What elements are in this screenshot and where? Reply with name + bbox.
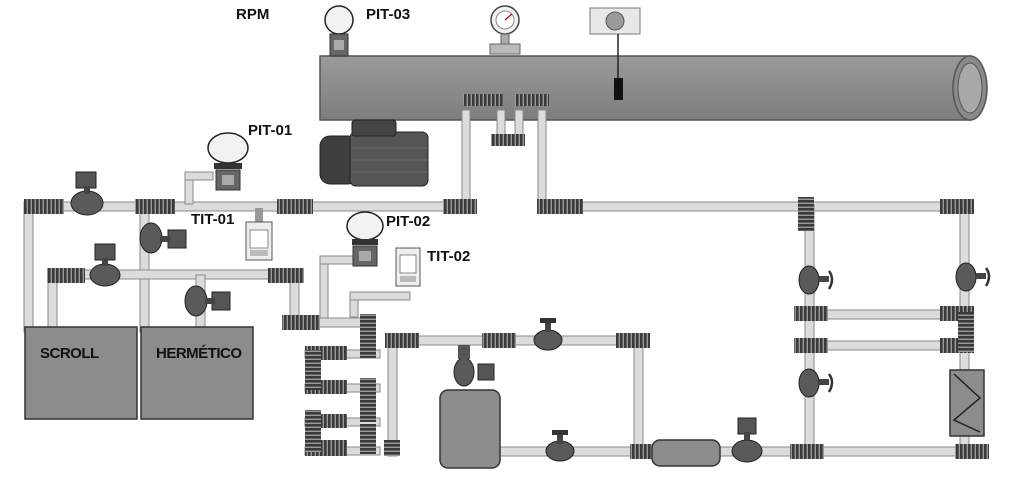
motor-icon [319, 119, 429, 187]
pit-03-label: PIT-03 [366, 6, 411, 23]
hermetic-compressor [140, 326, 254, 420]
rpm-label: RPM [236, 6, 270, 23]
main-duct [319, 55, 988, 121]
tit-02-label: TIT-02 [427, 248, 471, 265]
pit-02-transmitter-icon [346, 211, 384, 267]
duct-connection-pipes [461, 109, 547, 206]
filter-vessel [651, 439, 721, 467]
pit-01-label: PIT-01 [248, 122, 293, 139]
tit-01-transmitter-icon [245, 208, 273, 261]
pit-02-label: PIT-02 [386, 213, 431, 230]
scroll-compressor [24, 326, 138, 420]
valve-icon [533, 318, 563, 351]
valve-icon [139, 222, 187, 254]
duct-couplings [463, 94, 549, 146]
valve-icon [798, 265, 834, 295]
pit-01-transmitter-icon [207, 132, 249, 191]
storage-tank [439, 389, 501, 469]
valve-icon [184, 285, 231, 317]
pressure-gauge-duct-icon [489, 5, 521, 55]
valve-icon [955, 262, 991, 292]
valve-icon [89, 243, 121, 287]
valve-icon [70, 171, 104, 216]
flexible-couplings-vertical [305, 197, 974, 456]
flexible-couplings [24, 199, 989, 459]
duct-probe [589, 7, 641, 100]
tit-02-transmitter-icon [395, 247, 421, 287]
valve-icon [545, 430, 575, 462]
valve-icon [453, 345, 495, 387]
hermetic-compressor-label: HERMÉTICO [156, 345, 242, 362]
scroll-compressor-label: SCROLL [40, 345, 99, 362]
valve-icon [731, 417, 763, 463]
pit-03-transmitter-icon [324, 5, 354, 57]
valve-icon [798, 368, 834, 398]
tit-01-label: TIT-01 [191, 211, 235, 228]
separator-vessel [949, 369, 985, 437]
